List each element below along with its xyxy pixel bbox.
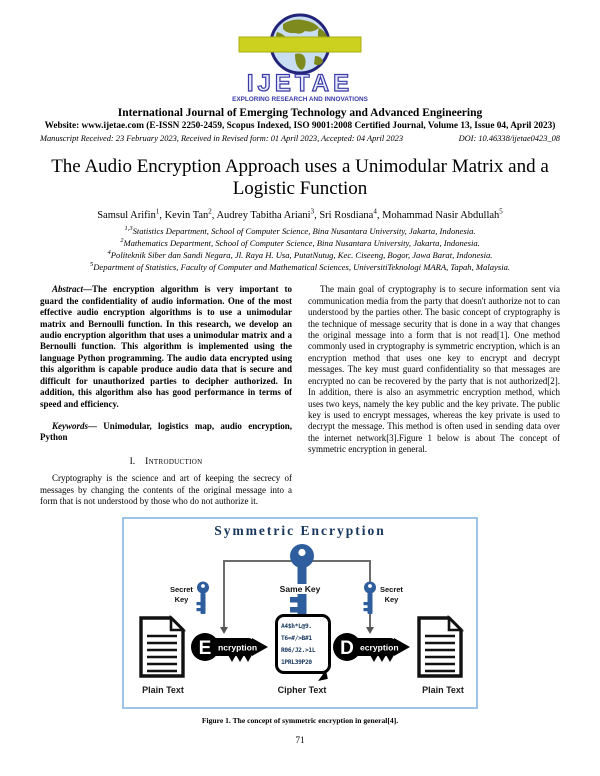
manuscript-row: Manuscript Received: 23 February 2023, R… xyxy=(40,134,560,143)
section-heading-introduction: I. Introduction xyxy=(40,457,292,468)
plain-text-document-icon xyxy=(417,615,464,678)
svg-text:E: E xyxy=(199,638,212,659)
figure-title: Symmetric Encryption xyxy=(214,523,386,538)
affiliation-line: 2Mathematics Department, School of Compu… xyxy=(120,237,480,249)
left-column: Abstract—The encryption algorithm is ver… xyxy=(40,284,292,507)
decryption-key-icon: D ecryption xyxy=(333,633,410,662)
journal-logo: IJETAE EXPLORING RESEARCH AND INNOVATION… xyxy=(40,0,560,104)
central-key-icon xyxy=(290,544,314,615)
abstract-text: The encryption algorithm is very importa… xyxy=(40,284,292,409)
right-column: The main goal of cryptography is to secu… xyxy=(308,284,560,507)
keywords: Keywords— Unimodular, logistics map, aud… xyxy=(40,421,292,444)
abstract: Abstract—The encryption algorithm is ver… xyxy=(40,284,292,409)
right-arrow-icon xyxy=(366,627,374,634)
cipher-line: T6=#/>B#1 xyxy=(281,635,312,642)
cipher-line: A4$h*L@9. xyxy=(281,623,312,630)
cipher-text-bubble: A4$h*L@9. T6=#/>B#1 R06/J2.>1L 1PRL39P20 xyxy=(275,614,331,674)
journal-info-line: Website: www.ijetae.com (E-ISSN 2250-245… xyxy=(44,121,556,131)
abstract-label: Abstract— xyxy=(52,284,93,295)
cipher-bubble-tail xyxy=(316,670,328,681)
logo-banner xyxy=(238,36,362,53)
section-title: Introduction xyxy=(145,456,203,467)
svg-text:ncryption: ncryption xyxy=(218,643,257,653)
left-arrow-icon xyxy=(220,627,228,634)
small-key-icon xyxy=(363,581,376,614)
cipher-line: 1PRL39P20 xyxy=(281,659,312,666)
secret-key-left-label: Secret Key xyxy=(170,585,193,605)
paper-title: The Audio Encryption Approach uses a Uni… xyxy=(51,156,549,200)
author: Samsul Arifin1, xyxy=(97,207,165,222)
secret-key-right-label: Secret Key xyxy=(380,585,403,605)
same-key-label: Same Key xyxy=(277,584,323,594)
author: Mohammad Nasir Abdullah5 xyxy=(382,207,503,222)
two-column-body: Abstract—The encryption algorithm is ver… xyxy=(40,284,560,507)
page-number: 71 xyxy=(295,735,305,745)
plain-text-right-label: Plain Text xyxy=(422,685,464,695)
secret-key-right: Secret Key xyxy=(362,581,403,615)
author: Kevin Tan2, xyxy=(164,207,217,222)
right-paragraph: The main goal of cryptography is to secu… xyxy=(308,284,560,455)
logo-wordmark: IJETAE xyxy=(247,70,353,97)
plain-text-left-label: Plain Text xyxy=(142,685,184,695)
authors-line: Samsul Arifin1, Kevin Tan2, Audrey Tabit… xyxy=(40,208,560,222)
keywords-text: Unimodular, logistics map, audio encrypt… xyxy=(40,420,292,443)
plain-text-document-icon xyxy=(139,615,186,678)
figure-1: Symmetric Encryption Same Key Secret Key xyxy=(122,517,478,709)
affiliations: 1,3Statistics Department, School of Comp… xyxy=(40,225,560,273)
affiliation-line: 5Department of Statistics, Faculty of Co… xyxy=(89,261,511,273)
small-key-icon xyxy=(196,581,209,614)
keywords-label: Keywords— xyxy=(52,420,97,431)
cipher-text-label: Cipher Text xyxy=(277,685,327,695)
globe-icon xyxy=(238,13,362,75)
svg-text:ecryption: ecryption xyxy=(360,643,399,653)
logo-tagline: EXPLORING RESEARCH AND INNOVATIONS xyxy=(232,96,369,103)
ijetae-logo-icon: IJETAE EXPLORING RESEARCH AND INNOVATION… xyxy=(232,13,369,103)
left-connector-line xyxy=(223,560,225,628)
manuscript-dates: Manuscript Received: 23 February 2023, R… xyxy=(40,134,404,143)
intro-paragraph: Cryptography is the science and art of k… xyxy=(40,473,292,506)
encryption-key-icon: E ncryption xyxy=(191,633,268,662)
cipher-line: R06/J2.>1L xyxy=(281,647,316,654)
affiliation-line: 4Politeknik Siber dan Sandi Negara, Jl. … xyxy=(107,249,493,261)
journal-name: International Journal of Emerging Techno… xyxy=(117,107,483,119)
author: Sri Rosdiana4, xyxy=(319,207,383,222)
affiliation-line: 1,3Statistics Department, School of Comp… xyxy=(124,225,476,237)
section-number: I. xyxy=(129,456,136,467)
figure-caption: Figure 1. The concept of symmetric encry… xyxy=(201,716,399,725)
author: Audrey Tabitha Ariani3, xyxy=(216,207,320,222)
secret-key-left: Secret Key xyxy=(170,581,211,615)
svg-text:D: D xyxy=(340,638,354,659)
doi: DOI: 10.46338/ijetae0423_08 xyxy=(458,134,560,143)
